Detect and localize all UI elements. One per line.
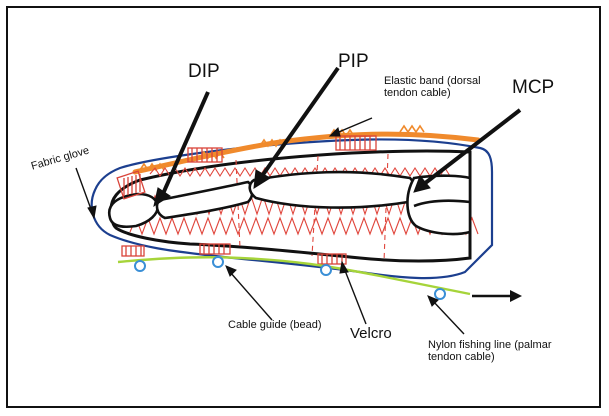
fabric-glove-arrow xyxy=(76,168,92,212)
pull-arrow-head xyxy=(510,290,522,302)
distal-phalanx xyxy=(109,194,158,227)
bead-2 xyxy=(213,257,223,267)
cable-guide-arrow xyxy=(230,272,272,320)
nylon-line-label: Nylon fishing line (palmar tendon cable) xyxy=(428,340,578,363)
bead-3 xyxy=(321,265,331,275)
bead-4 xyxy=(435,289,445,299)
elastic-band-label: Elastic band (dorsal tendon cable) xyxy=(384,76,484,99)
proximal-phalanx xyxy=(250,172,415,208)
bead-1 xyxy=(135,261,145,271)
middle-phalanx xyxy=(157,182,252,218)
cable-guide-label: Cable guide (bead) xyxy=(228,320,322,332)
dip-arrow xyxy=(162,92,208,196)
mcp-label: MCP xyxy=(512,78,554,98)
velcro-arrow xyxy=(344,268,366,324)
dip-label: DIP xyxy=(188,62,220,82)
nylon-fishing-line xyxy=(118,257,470,294)
elastic-band-arrow xyxy=(334,118,372,134)
velcro-label: Velcro xyxy=(350,326,392,342)
pip-label: PIP xyxy=(338,52,369,72)
mcp-arrow xyxy=(424,110,520,184)
pip-arrow xyxy=(262,68,338,176)
nylon-line-arrow xyxy=(432,300,464,334)
